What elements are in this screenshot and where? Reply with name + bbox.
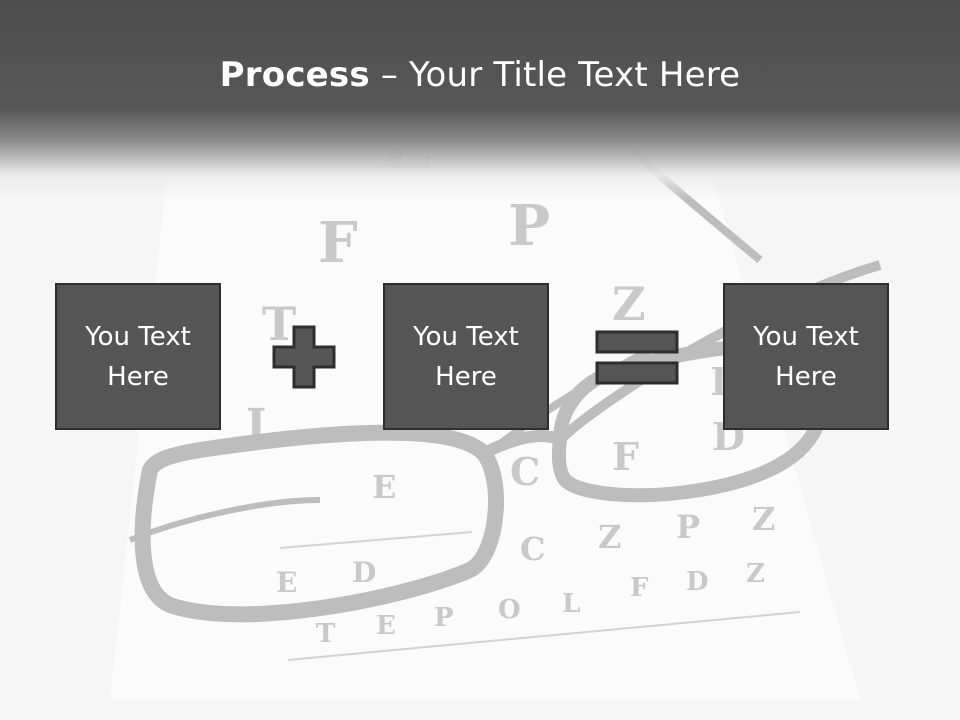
chart-letter: Z [752, 500, 775, 538]
chart-letter: D [686, 567, 709, 597]
process-box-1-text: You Text Here [85, 321, 191, 392]
slide-title: Process – Your Title Text Here [0, 52, 960, 98]
chart-letter: E [376, 611, 396, 641]
chart-letter: P [434, 603, 454, 633]
chart-letter: L [562, 589, 580, 619]
chart-letter: F [612, 434, 639, 479]
chart-letter: E [372, 468, 396, 506]
chart-letter: D [352, 556, 376, 589]
title-bold: Process [219, 55, 370, 95]
process-box-2-text: You Text Here [413, 321, 519, 392]
chart-letter: C [510, 449, 540, 494]
chart-letter: E [276, 566, 297, 599]
chart-letter: P [508, 193, 550, 259]
equals-icon [595, 330, 679, 385]
chart-letter: P [676, 508, 700, 546]
plus-icon [272, 325, 336, 389]
title-rest: Your Title Text Here [409, 55, 741, 95]
chart-letter: F [318, 210, 358, 276]
chart-letter: T [262, 297, 296, 351]
chart-letter: F [630, 573, 649, 603]
title-dash: – [369, 55, 410, 95]
chart-letter: T [316, 619, 336, 649]
chart-letter: O [498, 595, 521, 625]
chart-letter: Z [746, 559, 765, 589]
process-box-2[interactable]: You Text Here [383, 283, 549, 430]
chart-letter: Z [612, 277, 646, 331]
process-box-1[interactable]: You Text Here [55, 283, 221, 430]
chart-letter: C [520, 530, 545, 568]
process-box-3-text: You Text Here [753, 321, 859, 392]
chart-letter: Z [598, 518, 621, 556]
process-box-3[interactable]: You Text Here [723, 283, 889, 430]
title-band [0, 0, 960, 200]
